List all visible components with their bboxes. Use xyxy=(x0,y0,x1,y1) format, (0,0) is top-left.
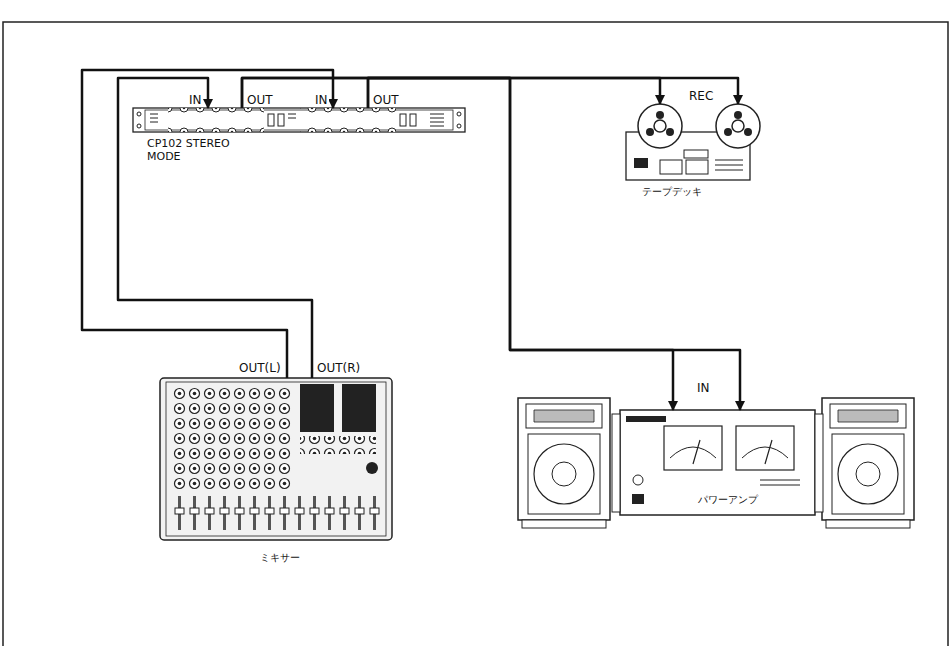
cable xyxy=(242,78,660,108)
tape-deck xyxy=(626,104,760,180)
cable xyxy=(242,78,673,410)
port-label: OUT xyxy=(246,94,274,106)
port-label: OUT xyxy=(372,94,400,106)
speaker xyxy=(822,398,914,528)
port-label: REC xyxy=(688,90,714,102)
port-label: OUT(L) xyxy=(238,362,282,374)
port-label: IN xyxy=(696,382,711,394)
cp102-unit: CP102 STEREO MODE xyxy=(133,108,465,132)
cable xyxy=(368,78,738,108)
cable xyxy=(82,70,333,378)
speaker xyxy=(518,398,610,528)
cable xyxy=(368,78,740,410)
mixer: ミキサー xyxy=(160,378,392,540)
cp102-unit xyxy=(133,108,465,132)
tape-deck: テープデッキ xyxy=(612,104,772,180)
power-amp: パワーアンプ xyxy=(620,410,815,515)
node-text: テープデッキ xyxy=(642,186,742,198)
node-text: ミキサー xyxy=(260,552,340,564)
cable xyxy=(118,78,312,378)
port-label: OUT(R) xyxy=(316,362,361,374)
port-label: IN xyxy=(314,94,329,106)
port-label: IN xyxy=(188,94,203,106)
node-text: CP102 STEREO MODE xyxy=(147,138,233,163)
frame xyxy=(3,22,948,646)
power-amp xyxy=(612,410,823,515)
node-text: パワーアンプ xyxy=(698,494,788,506)
mixer xyxy=(160,378,392,540)
